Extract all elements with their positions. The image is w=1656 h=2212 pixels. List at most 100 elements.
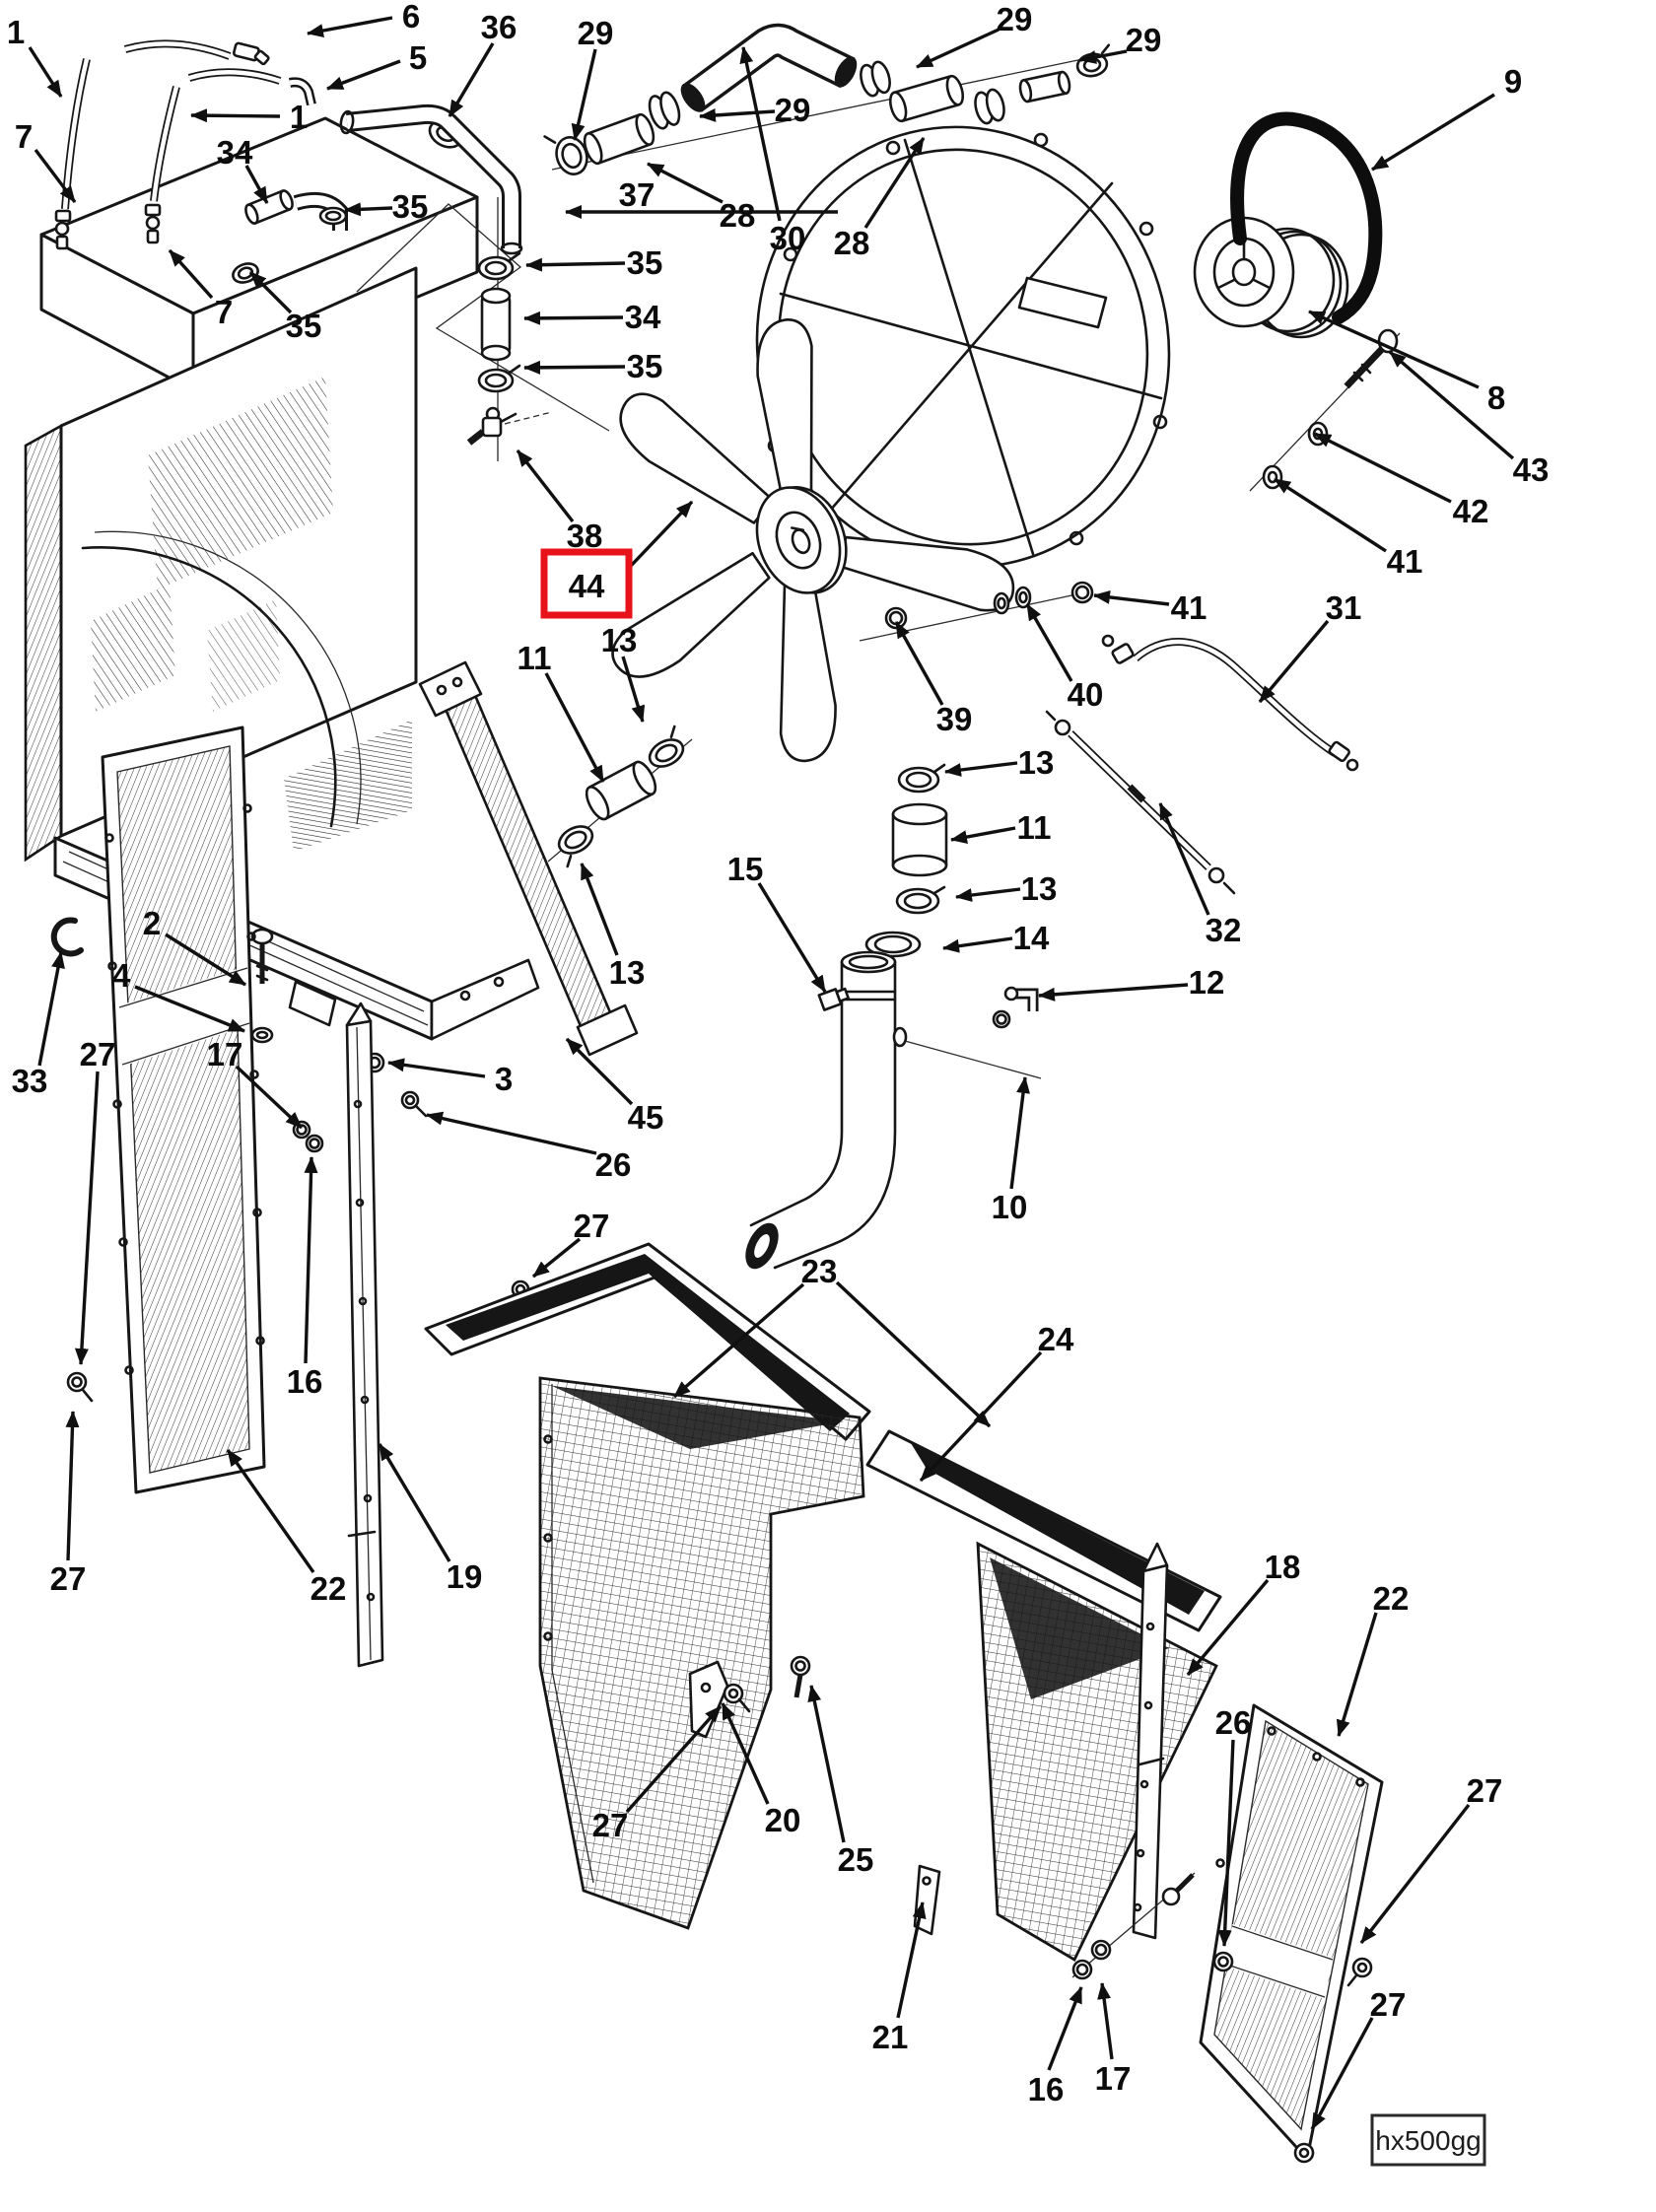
part-label-29: 29 [775,92,811,128]
clamp-29-d [974,88,1005,125]
drain-column [466,197,553,461]
part-label-32: 32 [1206,912,1242,948]
part-label-23: 23 [801,1253,838,1289]
lower-pipe-assembly [745,763,1042,1270]
part-label-35: 35 [627,348,663,384]
lower-hose-left-stack [547,725,693,868]
fan-hub [755,486,848,594]
part-label-45: 45 [628,1099,664,1136]
part-label-21: 21 [872,2019,909,2055]
guard-panel-22-right [1199,1703,1384,2161]
part-label-35: 35 [392,188,429,225]
support-strip-18 [1132,1542,1169,1940]
figure-code-box: hx500gg [1370,2113,1486,2167]
ring-14 [864,931,922,958]
part-label-17: 17 [1095,2060,1132,2097]
clamp-29-a [543,135,588,175]
part-label-27: 27 [1370,1986,1407,2023]
part-label-19: 19 [447,1558,483,1595]
part-label-2: 2 [143,905,161,941]
part-label-42: 42 [1453,493,1489,529]
part-label-22: 22 [1373,1580,1410,1617]
part-label-11: 11 [1017,809,1052,846]
pipe-10 [745,950,1042,1270]
part-label-3: 3 [495,1061,513,1097]
hose-11-b [891,802,948,877]
figure-code: hx500gg [1375,2125,1481,2156]
part-label-25: 25 [838,1841,874,1878]
part-label-30: 30 [770,220,806,256]
clamp-13-c [897,763,946,794]
hose-28-a [583,112,656,166]
fan [611,317,1015,763]
support-strip-19 [345,1002,384,1668]
part-label-41: 41 [1387,543,1423,580]
part-label-1: 1 [290,99,308,135]
part-label-26: 26 [1215,1704,1252,1741]
clamp-13-a [648,725,685,768]
part-label-17: 17 [207,1036,243,1072]
base-hardware [50,917,530,1403]
c-clip-33 [50,917,84,957]
part-label-44: 44 [569,568,605,604]
part-label-27: 27 [1467,1772,1503,1809]
part-label-35: 35 [627,244,663,281]
fitting-6 [232,41,270,66]
hose-31 [1101,634,1359,772]
part-label-11: 11 [518,640,552,676]
part-label-40: 40 [1068,676,1104,713]
part-label-36: 36 [481,9,518,45]
fitting-5 [288,77,316,106]
part-label-39: 39 [936,701,973,737]
part-label-33: 33 [12,1063,48,1099]
clamp-13-b [557,825,594,868]
fan-shroud-23 [424,1242,871,1930]
clamp-29-e [1075,43,1111,78]
part-label-13: 13 [1018,744,1055,781]
clamp-13-d [895,885,946,915]
part-label-24: 24 [1038,1321,1074,1357]
hose-28-c [1018,70,1071,104]
highlight-box [540,548,633,619]
part-label-9: 9 [1504,63,1522,100]
part-label-27: 27 [80,1036,116,1072]
outlet-tube-37 [293,104,523,255]
part-label-22: 22 [310,1570,347,1607]
part-label-27: 27 [50,1560,87,1597]
hose-32 [1045,710,1236,895]
part-label-14: 14 [1013,920,1050,956]
part-label-28: 28 [834,225,870,261]
part-label-8: 8 [1487,380,1505,416]
part-label-5: 5 [409,39,427,76]
part-label-34: 34 [625,299,661,335]
tube-34-part [244,189,294,225]
clamp-29-c [860,60,891,98]
part-label-29: 29 [1126,22,1162,58]
fitting-7-right [144,203,162,244]
part-label-20: 20 [765,1802,801,1838]
drain-valve-38 [466,406,553,446]
part-label-10: 10 [992,1189,1028,1225]
fasteners-bottom-right [1071,1872,1373,2164]
clamp-35-lower [477,364,521,393]
fitting-7-left [54,209,72,250]
part-label-41: 41 [1171,589,1208,626]
elbow-hose-30 [680,23,858,112]
part-label-6: 6 [402,0,420,35]
clamp-29-b [648,91,681,130]
part-label-15: 15 [727,851,764,887]
part-label-31: 31 [1326,589,1362,626]
part-label-12: 12 [1189,964,1225,1001]
part-label-43: 43 [1513,451,1550,488]
part-label-13: 13 [601,622,638,658]
leader-lines [28,16,1515,2130]
guard-panel-22-left [101,726,266,1494]
part-label-4: 4 [112,957,131,994]
part-label-7: 7 [15,118,33,155]
hose-11-a [585,760,657,821]
part-label-16: 16 [287,1363,323,1400]
part-label-29: 29 [997,1,1033,37]
hardware-41-42-43 [1249,328,1401,492]
